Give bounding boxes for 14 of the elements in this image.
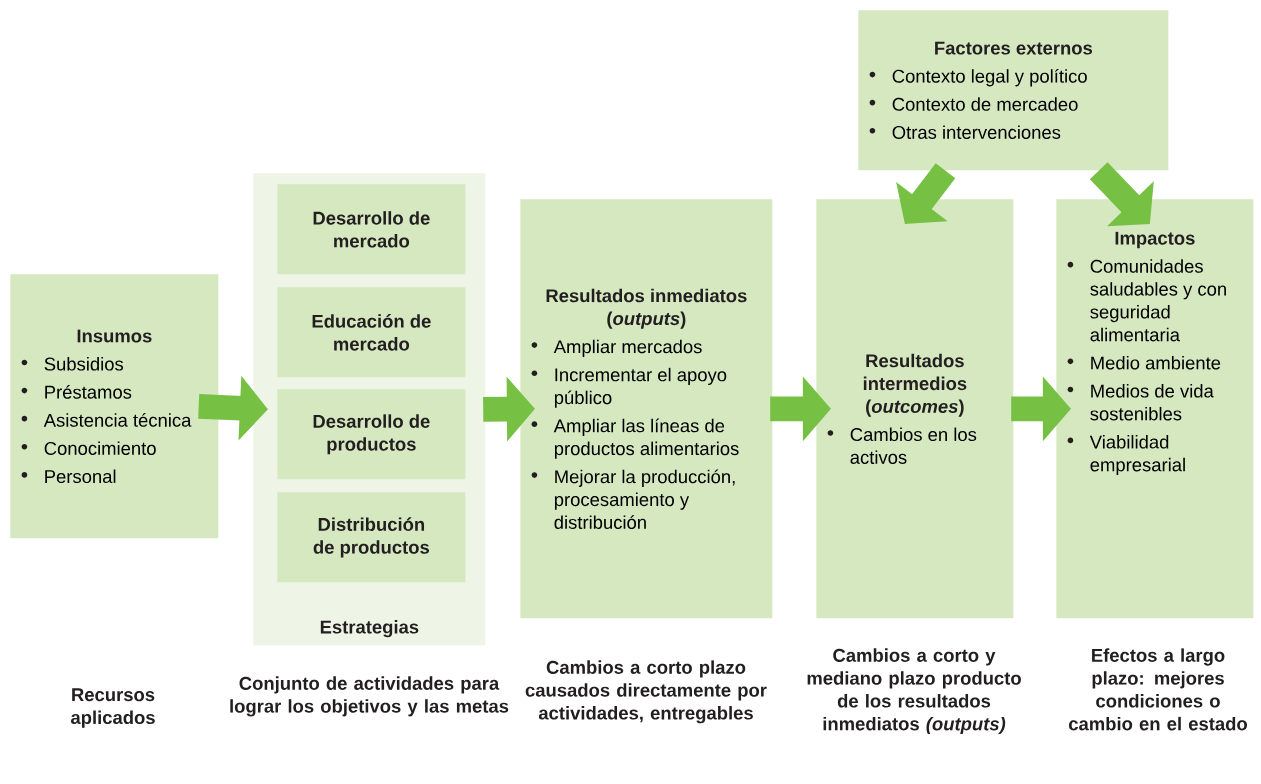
caption-text: Recursos aplicados — [71, 688, 155, 728]
strategy-box: Desarrollo de mercado — [277, 184, 466, 275]
text-box: Resultados intermedios (outcomes) Cambios en los activos — [816, 199, 1014, 619]
text-box: Factores externos Contexto legal y político Contexto de mercadeo Otras intervenciones — [858, 10, 1169, 171]
caption-text: Cambios a corto y mediano plazo producto de los resultados inmediatos (outputs) — [807, 648, 1021, 735]
text-box: Insumos Subsidios Préstamos Asistencia técnica Conocimiento Personal — [10, 274, 219, 539]
text-box: Impactos Comunidades saludables y con seguridad alimentaria Medio ambiente Medios de vida sostenibles Viabilidad empresarial — [1056, 199, 1254, 619]
caption-text: Conjunto de actividades para lograr los objetivos y las metas — [230, 676, 509, 717]
caption-text: Cambios a corto plazo causados directamente por actividades, entregables — [525, 660, 767, 724]
strategy-box: Distribución de productos — [277, 492, 466, 583]
caption-text: Efectos a largo plazo: mejores condiciones o cambio en el estado — [1069, 648, 1247, 731]
strategy-box: Educación de mercado — [277, 287, 466, 378]
strategy-box: Desarrollo de productos — [277, 389, 466, 480]
text-box: Resultados inmediatos (outputs) Ampliar mercados Incrementar el apoyo público Ampliar las líneas de productos alimentarios Mejorar la producción, procesamiento y distribución — [520, 199, 773, 619]
